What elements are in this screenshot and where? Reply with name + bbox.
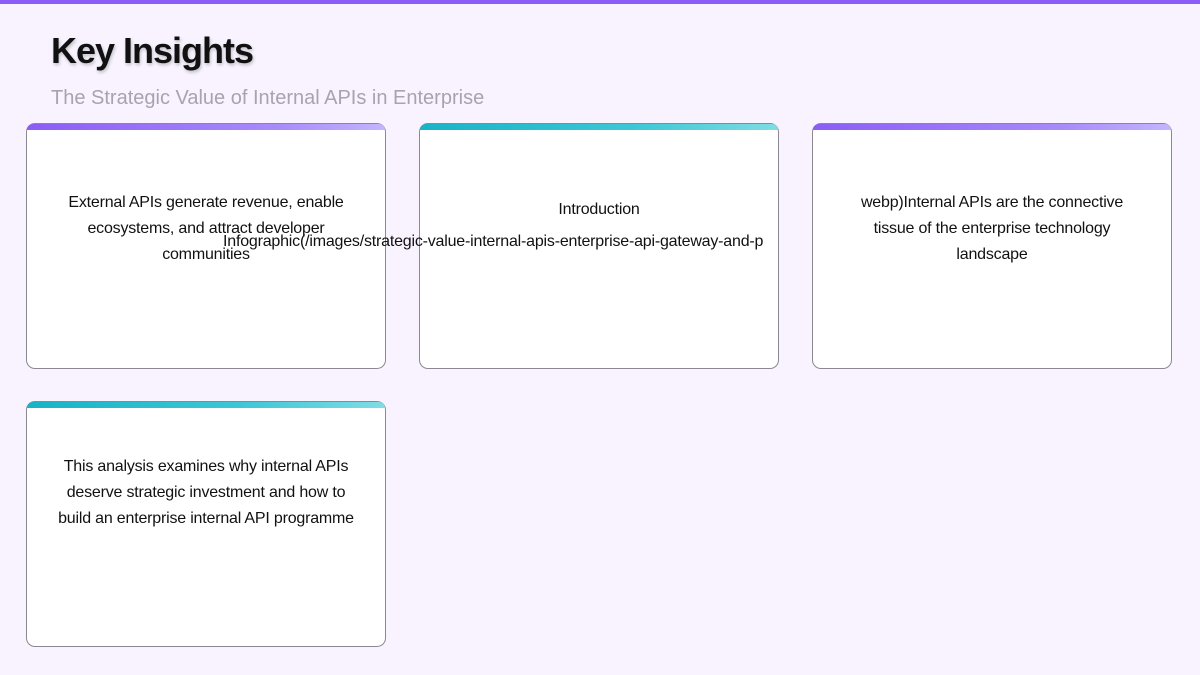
insight-card-4: This analysis examines why internal APIs… (26, 401, 386, 647)
page-title: Key Insights (51, 30, 254, 71)
page-subtitle: The Strategic Value of Internal APIs in … (51, 87, 485, 109)
card-accent-bar (27, 402, 385, 408)
top-accent-rule (0, 0, 1200, 4)
insight-card-1: External APIs generate revenue, enable e… (26, 123, 386, 369)
card-text: Introduction (558, 201, 640, 218)
card-text: This analysis examines why internal APIs… (58, 458, 354, 527)
card-accent-bar (420, 124, 778, 130)
card-accent-bar (27, 124, 385, 130)
card-text: External APIs generate revenue, enable e… (68, 194, 344, 263)
insight-card-2: Introduction (419, 123, 779, 369)
infographic-path-overflow-text: Infographic(/images/strategic-value-inte… (223, 233, 764, 250)
card-accent-bar (813, 124, 1171, 130)
insight-card-3: webp)Internal APIs are the connective ti… (812, 123, 1172, 369)
card-text: webp)Internal APIs are the connective ti… (860, 194, 1124, 263)
